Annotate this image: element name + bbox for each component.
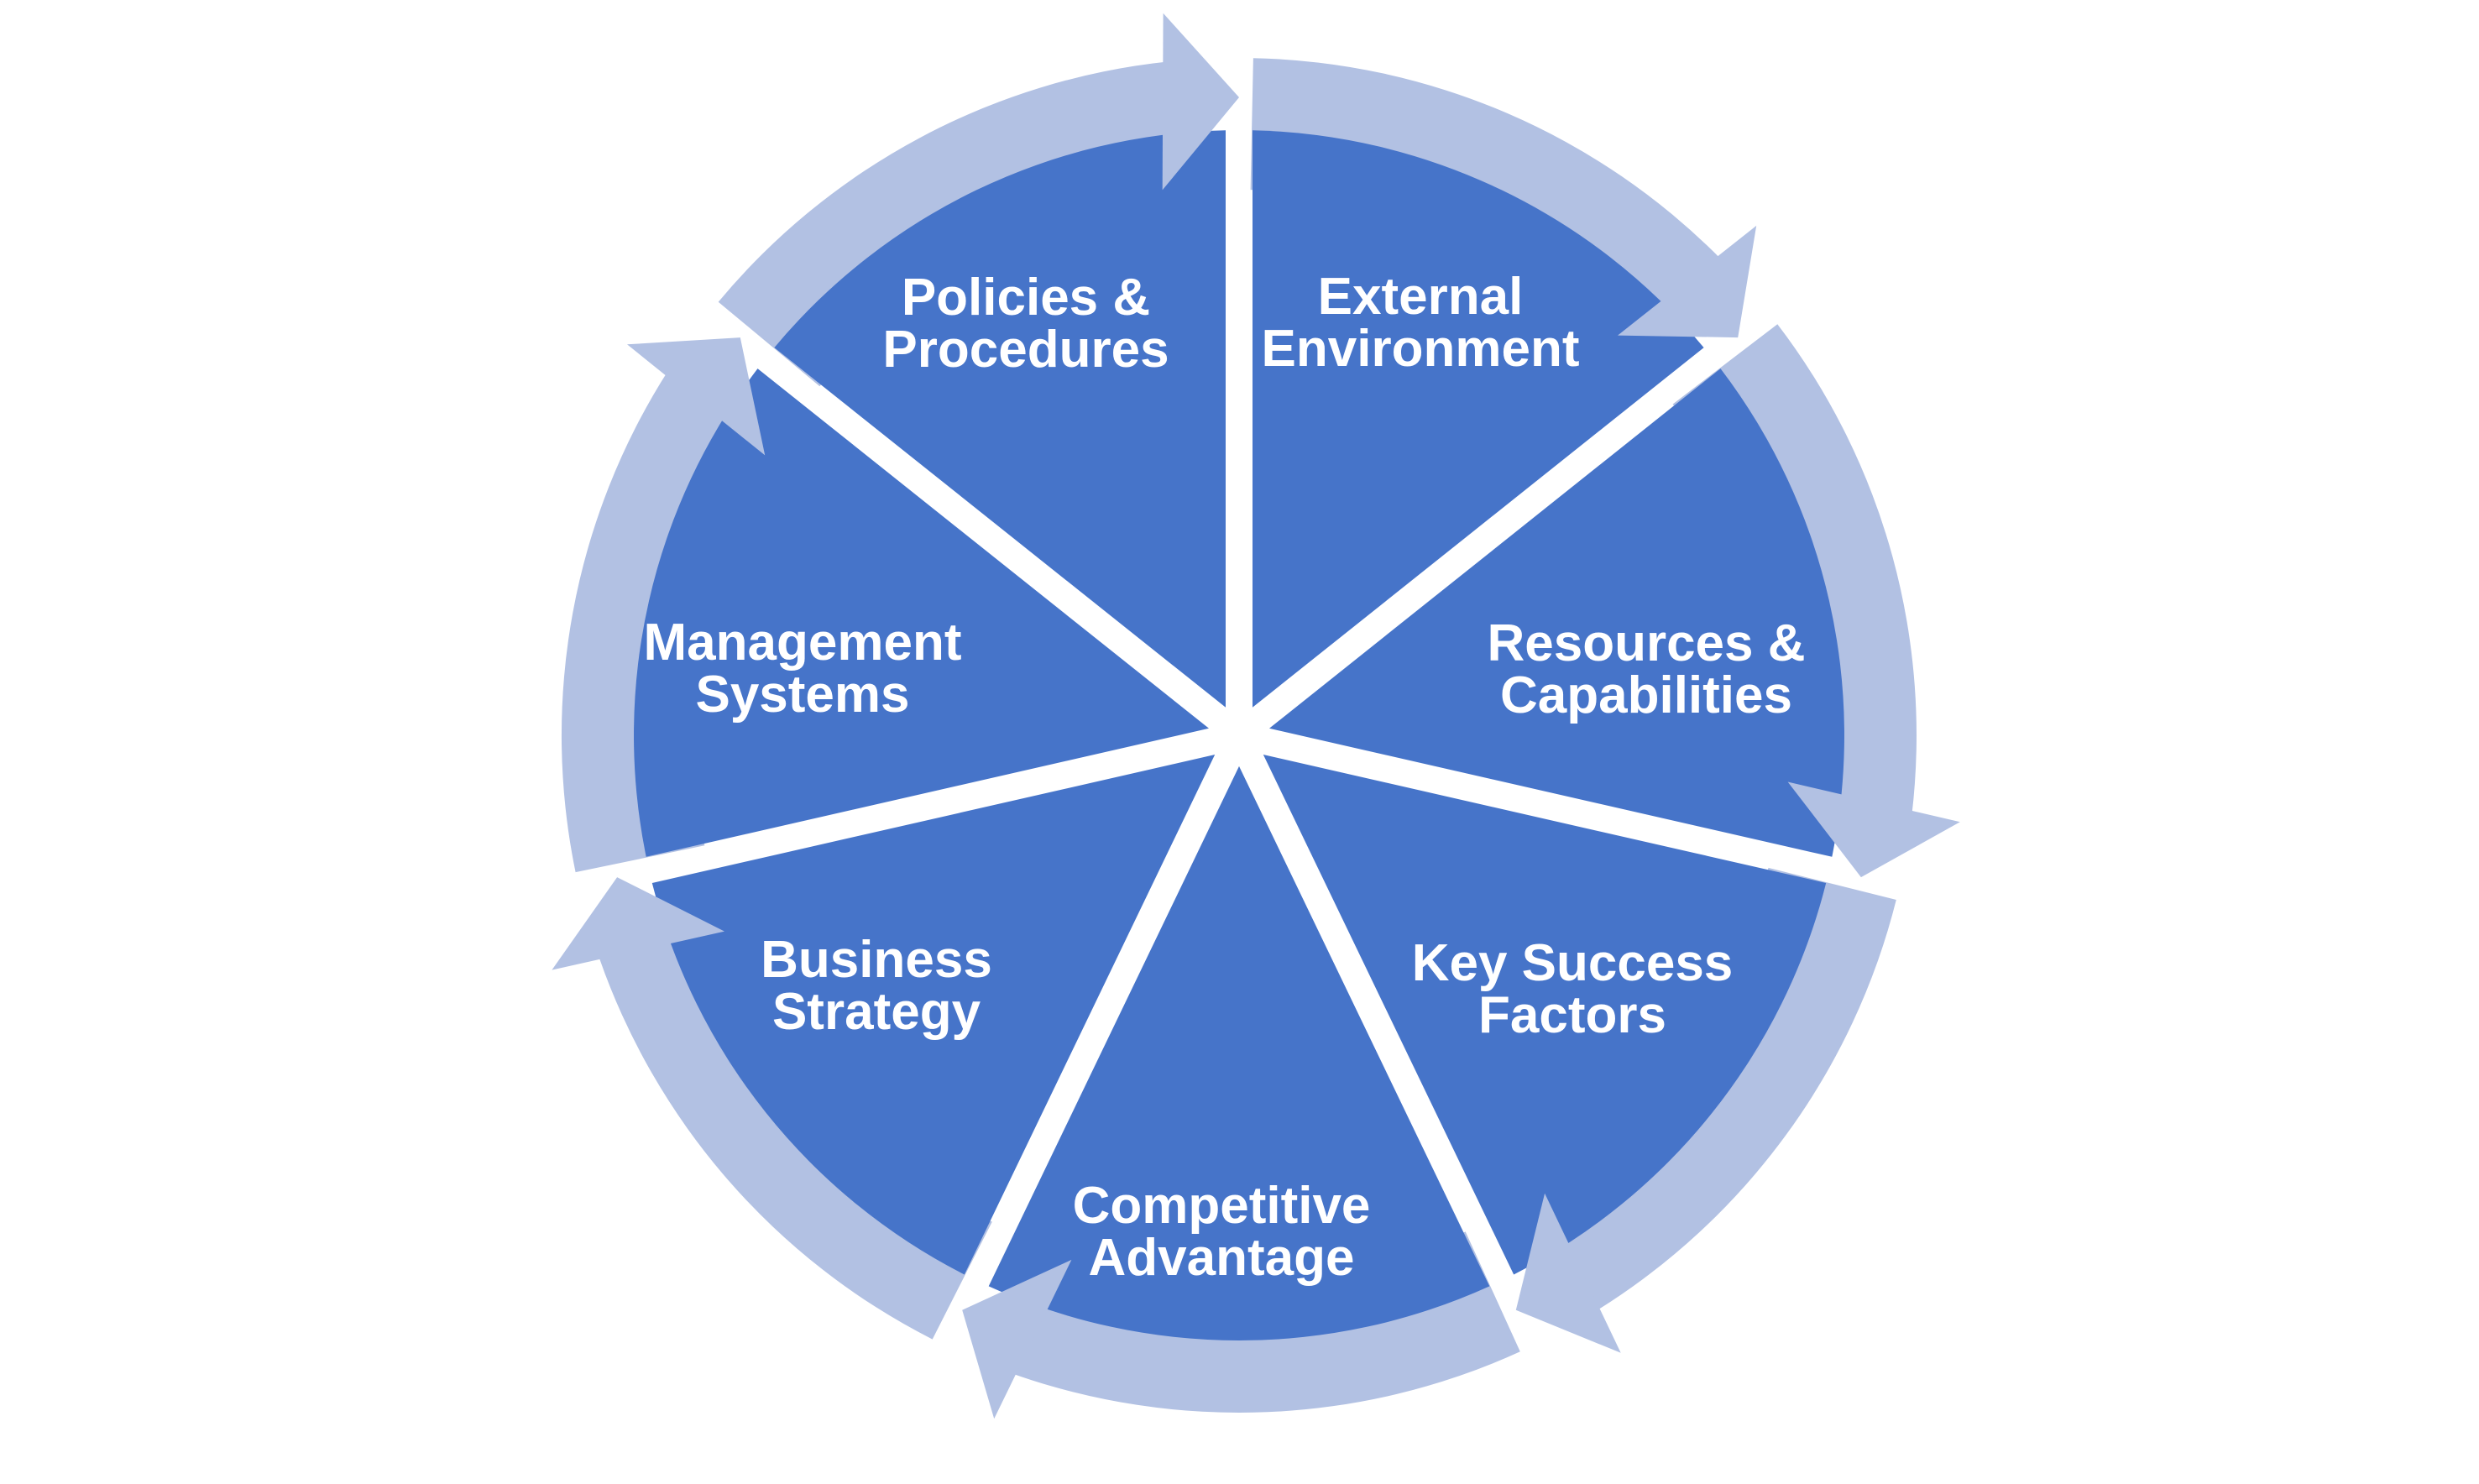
segment-label-policies-procedures: Policies &Procedures [882, 269, 1169, 379]
segment-label-line2: Procedures [882, 321, 1169, 379]
cycle-arrow-head-policies-procedures [1162, 13, 1239, 191]
segment-management-systems [634, 368, 1209, 857]
segment-label-line1: External [1318, 268, 1524, 326]
segment-external-environment [1253, 130, 1704, 708]
cycle-arrow-head-management-systems [627, 337, 766, 456]
segment-label-line1: Policies & [902, 269, 1150, 327]
segment-resources-capabilities [1269, 368, 1844, 857]
segment-label-line1: Business [761, 931, 992, 989]
cycle-arrow-head-key-success-factors [1515, 1193, 1621, 1353]
segment-label-line2: Capabilities [1500, 666, 1792, 724]
segment-label-resources-capabilities: Resources &Capabilities [1487, 614, 1805, 724]
segment-label-line2: Strategy [772, 983, 981, 1041]
segment-competitive-advantage [988, 766, 1490, 1341]
segment-label-line2: Advantage [1089, 1229, 1355, 1287]
segment-label-line1: Key Success [1412, 934, 1734, 992]
cycle-arrow-head-competitive-advantage [962, 1259, 1072, 1419]
segment-label-line2: Factors [1478, 986, 1666, 1044]
cycle-arrow-head-external-environment [1618, 225, 1757, 338]
segment-policies-procedures [774, 130, 1226, 708]
segment-key-success-factors [1263, 755, 1827, 1275]
segment-label-line1: Competitive [1073, 1177, 1371, 1235]
segment-business-strategy [651, 755, 1216, 1275]
segment-label-line2: Systems [695, 666, 909, 724]
segment-label-line1: Resources & [1487, 614, 1805, 672]
segment-label-line2: Environment [1262, 320, 1580, 378]
cycle-arrow-head-resources-capabilities [1787, 781, 1960, 878]
cycle-arrow-head-business-strategy [552, 877, 724, 970]
segment-label-line1: Management [644, 614, 962, 671]
